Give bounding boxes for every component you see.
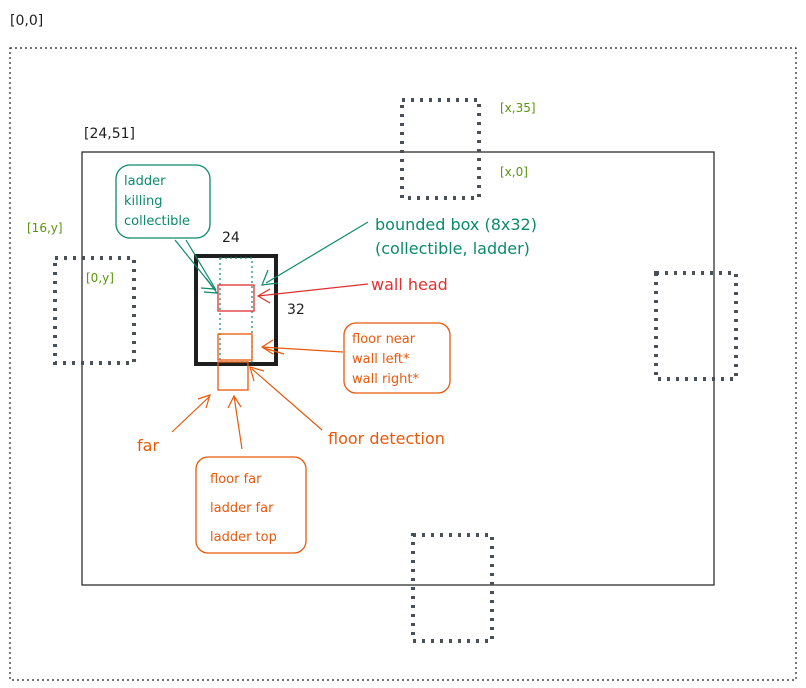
floor-far-note-box [195,456,307,554]
floor-detection-arrow [251,368,323,431]
player-bounding-box [194,254,278,366]
top-exit-start-label: [x,35] [500,101,536,115]
top-exit-end-label: [x,0] [500,165,528,179]
room-origin-label: [24,51] [84,126,135,142]
floor-near-line-2: wall left* [352,352,410,367]
floor-far-line-2: ladder far [210,501,274,516]
ladder-killing-note-box [115,164,211,239]
bounded-box-label-line-1: bounded box (8x32) [375,215,537,234]
ladder-killing-line-2: killing [124,194,162,209]
ladder-collect-box [219,257,253,363]
ladder-killing-line-1: ladder [124,174,166,189]
floor-detection-label: floor detection [328,429,445,448]
ladder-killing-line-3: collectible [124,214,190,229]
wall-head-arrow [257,283,369,297]
box-height-label: 32 [287,302,305,318]
floor-near-arrowhead [260,339,274,355]
bounded-box-arrow [265,221,369,284]
far-label: far [137,436,159,455]
floor-near-note-box [343,322,451,394]
far-arrow [171,395,211,433]
floor-far-box [217,361,249,391]
floor-far-line-3: ladder top [210,530,277,545]
bounded-box-arrowhead [261,269,279,286]
left-exit-start-label: [16,y] [27,221,63,235]
floor-near-arrow-2 [263,347,285,355]
ladder-killing-arrow-2 [185,239,217,291]
floor-near-arrow [261,346,344,353]
wall-head-label: wall head [371,275,448,294]
origin-label: [0,0] [10,13,43,29]
floor-far-arrowhead [227,394,242,409]
floor-far-line-1: floor far [210,472,262,487]
floor-detection-arrowhead [249,366,265,382]
right-exit-zone [654,271,738,381]
bottom-exit-zone [411,533,494,643]
box-width-label: 24 [222,230,240,246]
room-rectangle [81,151,715,586]
ladder-killing-arrowhead-2 [203,281,219,294]
bounded-box-label-line-2: (collectible, ladder) [375,239,530,258]
top-exit-zone [400,98,481,200]
floor-near-line-1: floor near [352,332,416,347]
wall-head-arrowhead [256,288,271,304]
world-boundary [9,47,797,681]
left-exit-zone [53,256,136,365]
floor-near-line-3: wall right* [352,372,419,387]
floor-far-arrow [233,395,243,450]
far-arrowhead [197,394,211,409]
left-exit-end-label: [0,y] [86,271,114,285]
floor-near-box [217,333,253,361]
wall-head-box [217,284,255,312]
